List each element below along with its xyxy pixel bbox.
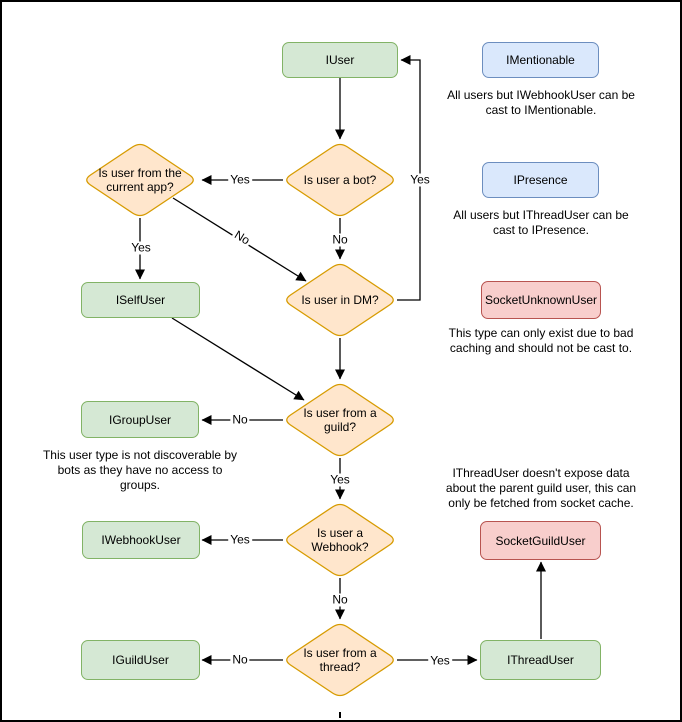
node-ithreaduser: IThreadUser (480, 640, 601, 680)
diamond-shape-icon (86, 143, 194, 217)
edge-label-bot-dm: No (330, 232, 350, 247)
decision-is-user-from-current-app-label: Is user from the current app? (98, 166, 182, 194)
diamond-shape-icon (286, 143, 394, 217)
edge-label-thread-iguilduser: No (230, 652, 250, 667)
decision-is-user-from-thread: Is user from a thread? (283, 622, 397, 698)
note-ipresence: All users but IThreadUser can be cast to… (453, 208, 629, 237)
decision-is-user-from-thread-label: Is user from a thread? (303, 646, 377, 674)
edge-label-guild-igroupuser: No (230, 412, 250, 427)
edge-label-bot-currentapp: Yes (228, 172, 252, 187)
note-socketguilduser: IThreadUser doesn't expose data about th… (445, 466, 637, 510)
edge-label-thread-ithreaduser: Yes (428, 653, 452, 668)
note-socketunknownuser: This type can only exist due to bad cach… (448, 326, 634, 355)
node-ithreaduser-label: IThreadUser (507, 653, 574, 667)
decision-is-user-a-webhook: Is user a Webhook? (283, 502, 397, 578)
decision-is-user-in-dm-label: Is user in DM? (301, 293, 379, 307)
node-iselfuser: ISelfUser (81, 282, 200, 318)
decision-is-user-a-bot: Is user a bot? (283, 142, 397, 218)
node-igroupuser-label: IGroupUser (108, 412, 172, 427)
decision-is-user-a-bot-label: Is user a bot? (303, 173, 377, 187)
page-boundary-tick (339, 712, 341, 718)
diamond-shape-icon (286, 623, 394, 697)
decision-is-user-from-guild: Is user from a guild? (283, 382, 397, 458)
decision-is-user-from-guild-label: Is user from a guild? (303, 406, 377, 434)
diamond-shape-icon (286, 383, 394, 457)
node-iuser: IUser (282, 42, 398, 78)
node-socketguilduser-label: SocketGuildUser (495, 533, 586, 548)
node-iwebhookuser: IWebhookUser (82, 521, 200, 559)
decision-is-user-a-webhook-label: Is user a Webhook? (311, 526, 369, 554)
node-socketguilduser: SocketGuildUser (480, 521, 601, 560)
node-socketunknownuser-label: SocketUnknownUser (484, 293, 598, 307)
edge-iselfuser-to-guild (171, 317, 305, 401)
node-igroupuser: IGroupUser (81, 401, 199, 438)
edge-label-dm-iuser: Yes (408, 172, 432, 187)
node-iguilduser: IGuildUser (81, 640, 200, 680)
note-imentionable: All users but IWebhookUser can be cast t… (447, 88, 635, 117)
decision-is-user-in-dm: Is user in DM? (283, 262, 397, 338)
diamond-shape-icon (286, 263, 394, 337)
diamond-shape-icon (286, 503, 394, 577)
note-igroupuser: This user type is not discoverable by bo… (42, 448, 238, 492)
node-imentionable-label: IMentionable (506, 53, 575, 67)
node-iselfuser-label: ISelfUser (115, 293, 166, 307)
node-ipresence-label: IPresence (513, 173, 568, 187)
decision-is-user-from-current-app: Is user from the current app? (83, 142, 197, 218)
node-iguilduser-label: IGuildUser (112, 653, 169, 667)
edge-label-webhook-iwebhookuser: Yes (228, 532, 252, 547)
node-imentionable: IMentionable (482, 42, 599, 78)
node-iuser-label: IUser (325, 53, 355, 67)
edge-label-guild-webhook: Yes (328, 472, 352, 487)
node-socketunknownuser: SocketUnknownUser (481, 281, 601, 319)
edge-label-webhook-thread: No (330, 592, 350, 607)
node-iwebhookuser-label: IWebhookUser (101, 533, 181, 547)
node-ipresence: IPresence (482, 162, 599, 198)
edge-label-currentapp-iselfuser: Yes (129, 240, 153, 255)
